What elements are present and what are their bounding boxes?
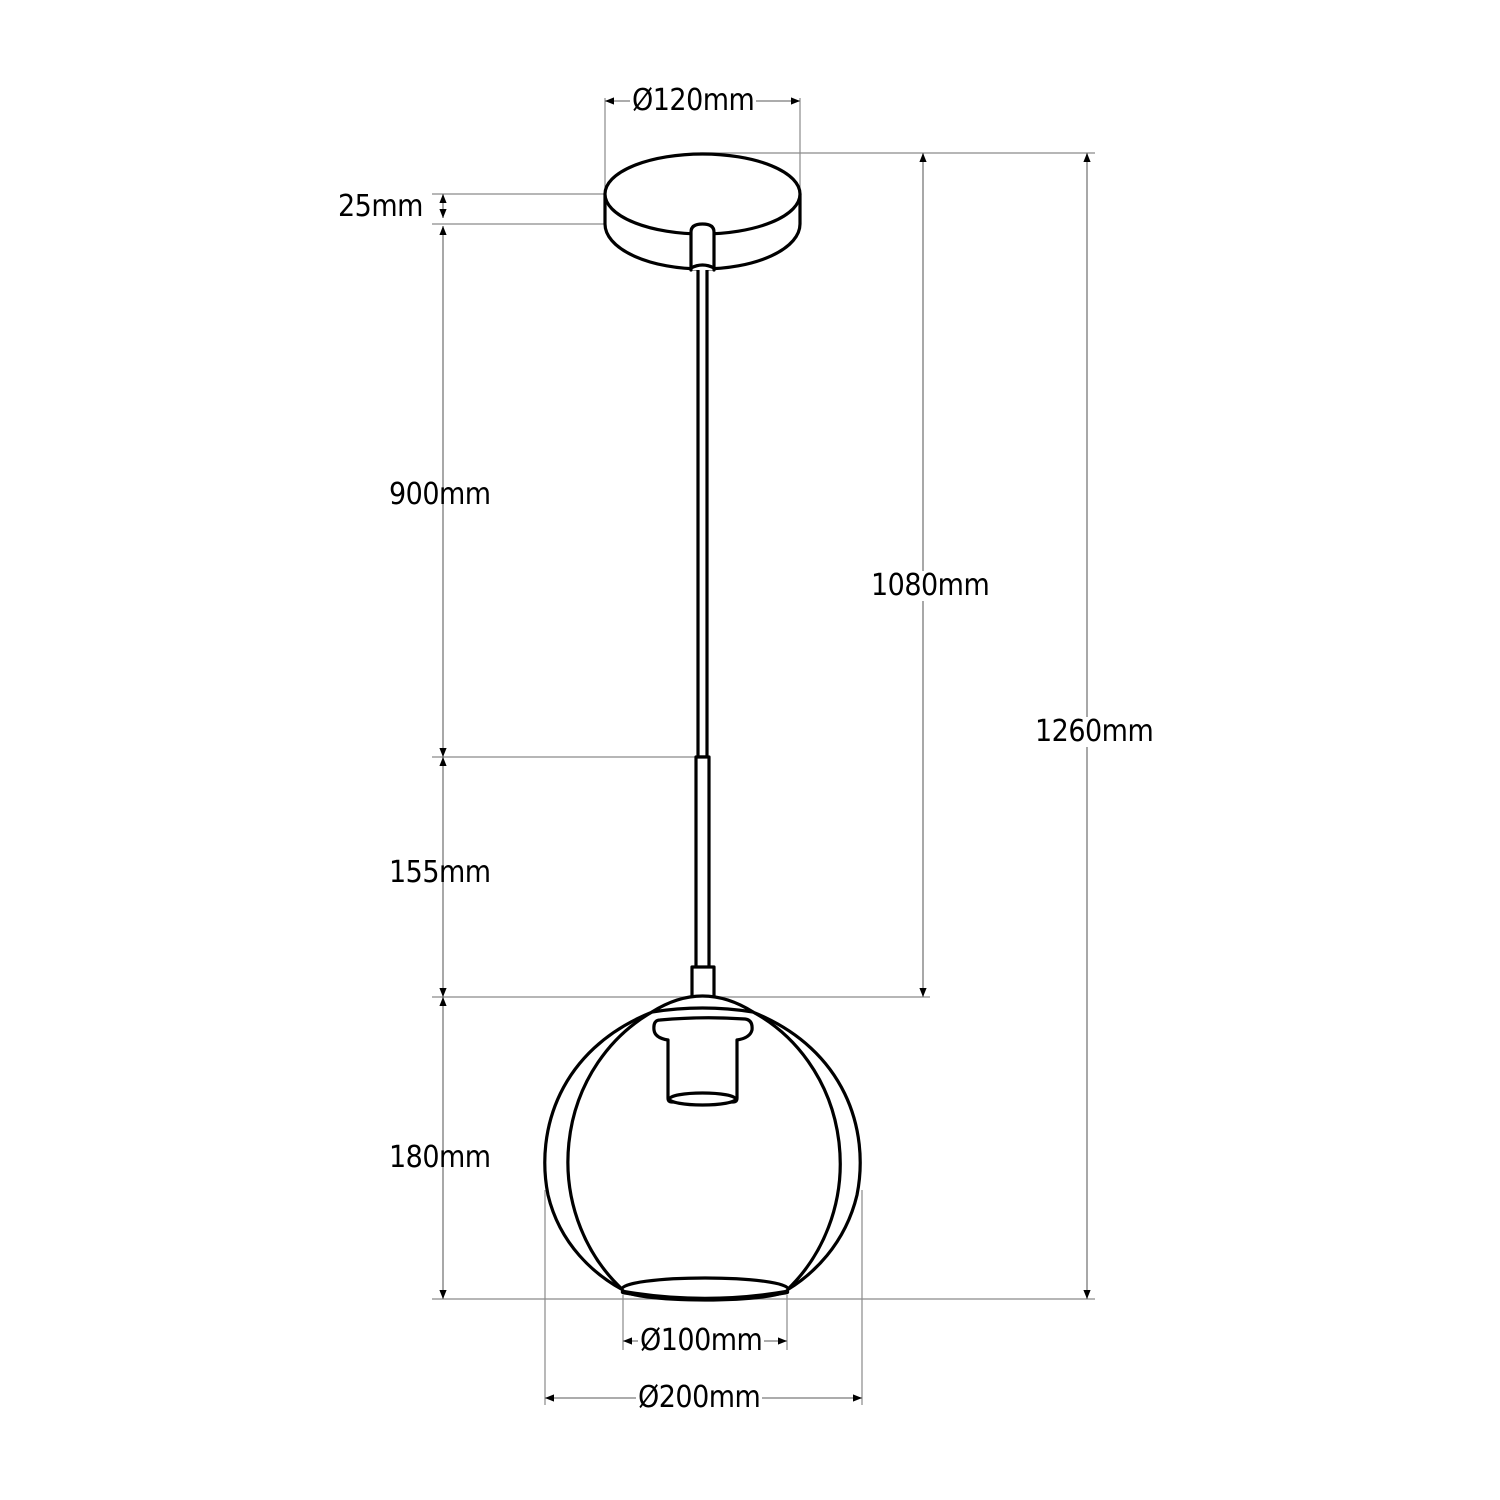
shade-cap — [650, 965, 755, 1014]
lamp-holder — [652, 1016, 754, 1107]
dimension-lines — [439, 97, 1091, 1402]
rod-length-label: 155mm — [389, 855, 491, 890]
shade-height-label: 180mm — [389, 1140, 491, 1175]
extension-lines — [432, 98, 1095, 1405]
cable — [696, 261, 709, 759]
shade-diameter-label: Ø200mm — [636, 1380, 763, 1415]
rod — [694, 755, 711, 972]
shade — [543, 1010, 862, 1302]
drop-to-shade-label: 1080mm — [869, 568, 992, 603]
canopy-diameter-label: Ø120mm — [630, 83, 757, 118]
canopy-height-label: 25mm — [338, 189, 423, 224]
cable-grip — [689, 222, 716, 272]
total-height-label: 1260mm — [1033, 714, 1156, 749]
cable-length-label: 900mm — [389, 477, 491, 512]
opening-diameter-label: Ø100mm — [638, 1323, 765, 1358]
